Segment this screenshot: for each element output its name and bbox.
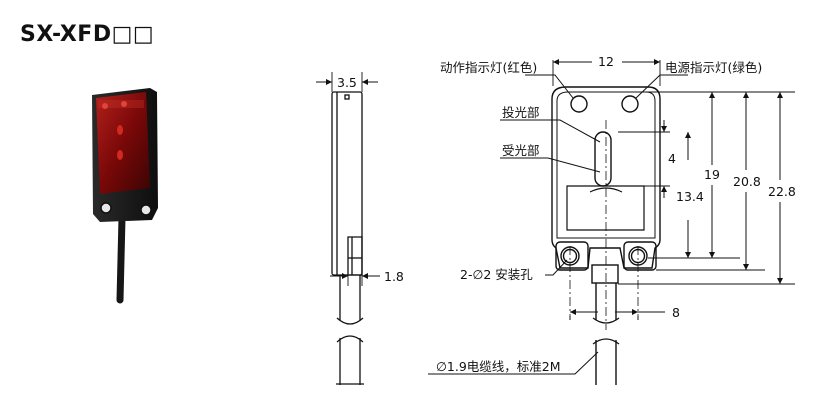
center-lines <box>569 120 639 330</box>
photo-lens <box>96 92 150 194</box>
front-hole-left-frame <box>555 241 589 271</box>
photo-cable <box>116 214 126 304</box>
dim-height-22-8: 22.8 <box>768 184 796 199</box>
photo-hole-left <box>100 202 112 214</box>
side-view <box>316 72 380 385</box>
dim-slot-length: 4 <box>668 151 676 166</box>
label-indicator-left: 动作指示灯(红色) <box>440 60 537 75</box>
product-photo <box>92 88 158 304</box>
photo-hole-right <box>140 204 152 216</box>
dim-height-19: 19 <box>704 167 720 182</box>
label-cable: ∅1.9电缆线，标准2M <box>436 359 561 374</box>
front-led-left <box>570 95 588 113</box>
front-led-right <box>621 95 639 113</box>
dim-width: 12 <box>598 54 614 69</box>
dim-hole-pitch: 8 <box>672 305 680 320</box>
dimension-lines <box>428 59 795 375</box>
product-title: SX-XFD□□ <box>20 22 155 47</box>
photo-window-2 <box>117 150 123 160</box>
dim-center-to-slot: 13.4 <box>676 189 704 204</box>
front-window <box>566 185 645 231</box>
label-indicator-right: 电源指示灯(绿色) <box>665 60 762 75</box>
dim-height-20-8: 20.8 <box>733 174 761 189</box>
label-receiver: 受光部 <box>502 143 540 158</box>
photo-led-1 <box>102 103 108 109</box>
photo-window-1 <box>117 125 123 135</box>
dim-thickness: 3.5 <box>337 75 357 90</box>
dim-slot-offset: 1.8 <box>384 269 404 284</box>
label-mount-holes: 2-∅2 安装孔 <box>460 267 533 282</box>
label-emitter: 投光部 <box>502 105 540 120</box>
front-body-outline <box>551 86 661 269</box>
front-hole-right-frame <box>623 241 657 271</box>
photo-led-2 <box>121 101 127 107</box>
